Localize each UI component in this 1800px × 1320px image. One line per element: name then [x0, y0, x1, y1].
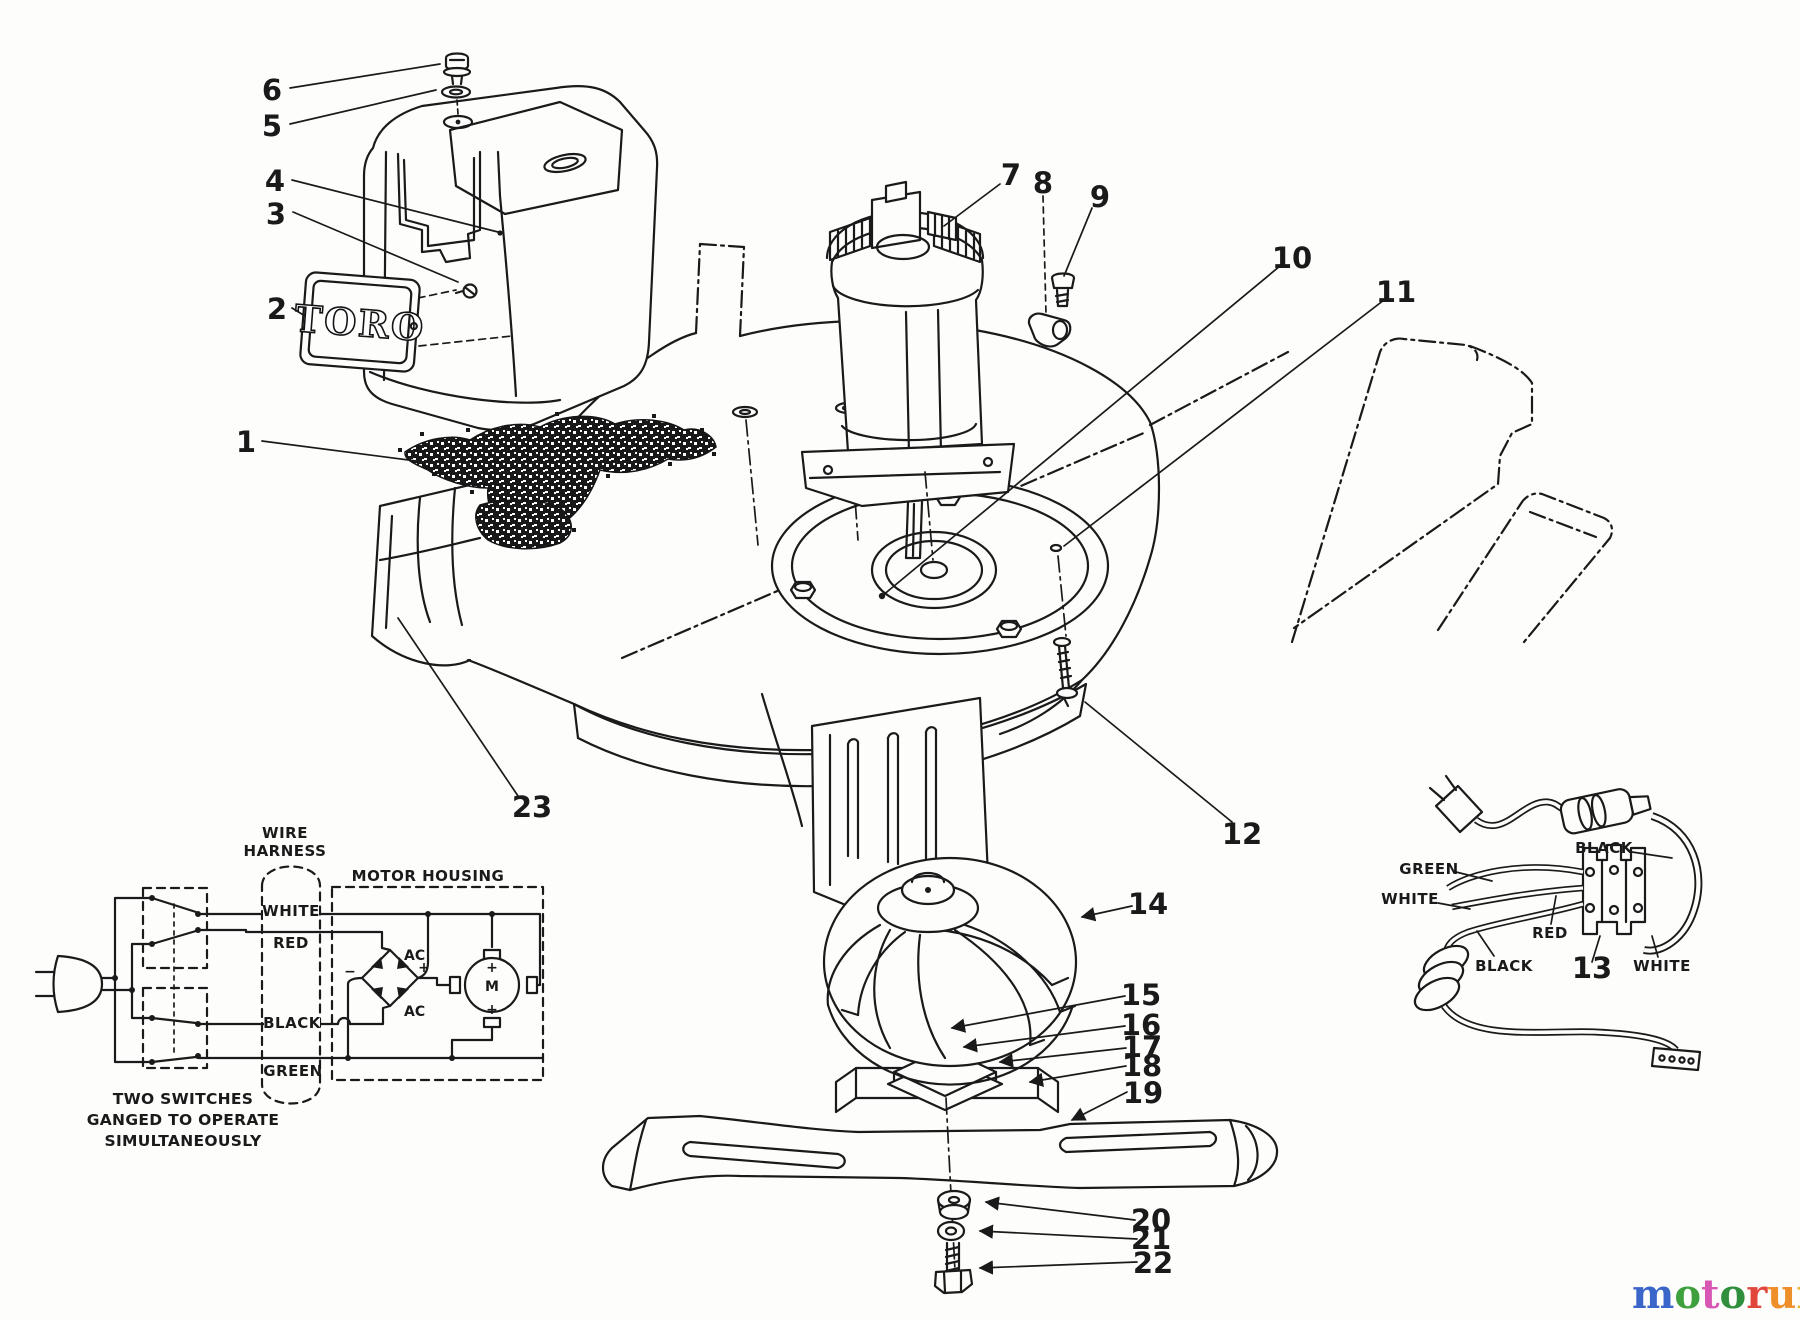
black-wire-label: BLACK	[263, 1014, 322, 1032]
callout-15: 15	[1121, 978, 1161, 1012]
motoruf-watermark: motoruf.de	[1632, 1271, 1800, 1318]
wire-harness-detail: BLACK GREEN WHITE RED BLACK WHITE	[1381, 774, 1703, 1072]
wm-letter-m: m	[1632, 1271, 1674, 1318]
cover-screw-item6	[442, 52, 472, 86]
engine-cover	[362, 85, 659, 432]
callout-2: 2	[267, 292, 287, 326]
motor-housing-label: MOTOR HOUSING	[352, 867, 505, 885]
callout-20: 20	[1131, 1203, 1171, 1237]
switch-note-3: SIMULTANEOUSLY	[105, 1132, 262, 1150]
wm-letter-t: t	[1701, 1271, 1720, 1318]
strain-relief-item8	[1027, 312, 1072, 348]
callout-numbers: 1 2 3 4 5 6 7 8 9 10 11 12 13 14 15 16 1…	[236, 73, 1612, 1280]
callout-5: 5	[262, 109, 282, 143]
screw-item9	[1050, 272, 1076, 308]
washer-item5	[440, 85, 472, 99]
callout-6: 6	[262, 73, 282, 107]
wm-letter-f: f	[1796, 1271, 1800, 1318]
callout-16: 16	[1121, 1008, 1161, 1042]
wm-letter-o2: o	[1720, 1271, 1747, 1318]
callout-8: 8	[1033, 166, 1053, 200]
motor-symbol: M + +	[448, 948, 539, 1029]
harness-connector-cylinder	[1559, 788, 1652, 835]
brush-cap-item7	[926, 210, 958, 242]
handle-mount-brackets	[1290, 337, 1614, 644]
toro-logo-text: TORO	[293, 296, 427, 350]
toro-nameplate: TORO	[292, 271, 428, 373]
switch-note-2: GANGED TO OPERATE	[87, 1111, 280, 1129]
terminal-block	[1581, 843, 1647, 936]
grass-clippings-item1	[398, 412, 717, 550]
callout-10: 10	[1272, 241, 1312, 275]
switch-contacts	[149, 895, 201, 1065]
svg-text:motoruf.de: motoruf.de	[1632, 1271, 1800, 1318]
harness-plug	[1428, 774, 1484, 834]
switch-note-1: TWO SWITCHES	[113, 1090, 254, 1108]
harness-white-right-label: WHITE	[1633, 957, 1691, 975]
callout-21: 21	[1131, 1222, 1171, 1256]
callout-3: 3	[266, 197, 286, 231]
callout-12: 12	[1222, 817, 1262, 851]
callout-4: 4	[265, 164, 285, 198]
motor-mounting-plate	[770, 476, 1110, 656]
pin-connector	[1650, 1046, 1702, 1072]
bolt-stack-items20-22	[933, 1097, 974, 1295]
callout-17: 17	[1122, 1030, 1162, 1064]
callout-13: 13	[1572, 951, 1612, 985]
harness-red-label: RED	[1532, 924, 1568, 942]
switch-box-2	[141, 986, 209, 1070]
callout-23: 23	[512, 790, 552, 824]
callout-7: 7	[1001, 158, 1021, 192]
deck-screw-item12	[1052, 555, 1079, 708]
harness-white-left-label: WHITE	[1381, 890, 1439, 908]
wm-letter-u: u	[1767, 1271, 1796, 1318]
wm-letter-r: r	[1746, 1271, 1768, 1318]
motor-shaft	[904, 500, 924, 560]
leader-lines	[261, 63, 1385, 1275]
red-wire-label: RED	[273, 934, 309, 952]
cable-coil	[1413, 944, 1470, 1012]
rear-baffle-bracket	[810, 696, 990, 912]
white-wire-label: WHITE	[262, 902, 320, 920]
minus-label: −	[344, 964, 356, 980]
bridge-rectifier	[360, 948, 420, 1008]
motor-plus-bottom: +	[486, 1002, 498, 1018]
wire-harness-outline	[260, 865, 322, 1105]
harness-black-top-label: BLACK	[1575, 839, 1634, 857]
switch-box-1	[141, 886, 209, 970]
callout-1: 1	[236, 425, 256, 459]
callout-11: 11	[1376, 275, 1416, 309]
power-plug-symbol	[34, 954, 135, 1014]
wiring-schematic: M + + WIRE HARNESS MOTOR HOUSING WHITE R…	[34, 824, 545, 1150]
centerline-upper	[924, 471, 934, 561]
harness-green-label: GREEN	[1399, 860, 1458, 878]
callout-14: 14	[1128, 887, 1168, 921]
cooling-fan-item14	[822, 856, 1078, 1086]
wm-letter-o1: o	[1674, 1271, 1701, 1318]
callout-22: 22	[1133, 1246, 1173, 1280]
blade-item19	[601, 1114, 1279, 1192]
plate-screw-item3	[454, 283, 478, 299]
callout-19: 19	[1123, 1076, 1163, 1110]
wire-harness-label-1: WIRE	[262, 824, 308, 842]
grass-specks	[398, 412, 716, 548]
harness-black-bottom-label: BLACK	[1475, 957, 1534, 975]
wire-harness-label-2: HARNESS	[244, 842, 327, 860]
motor-housing-outline	[330, 885, 545, 1082]
callout-18: 18	[1122, 1049, 1162, 1083]
ac-label-top: AC	[404, 948, 425, 964]
motor-m-label: M	[485, 979, 499, 995]
callout-9: 9	[1090, 180, 1110, 214]
electric-motor	[731, 180, 1016, 560]
plus-label: +	[418, 960, 430, 976]
green-wire-label: GREEN	[263, 1062, 322, 1080]
ac-label-bottom: AC	[404, 1004, 425, 1020]
motor-plus-top: +	[486, 960, 498, 976]
